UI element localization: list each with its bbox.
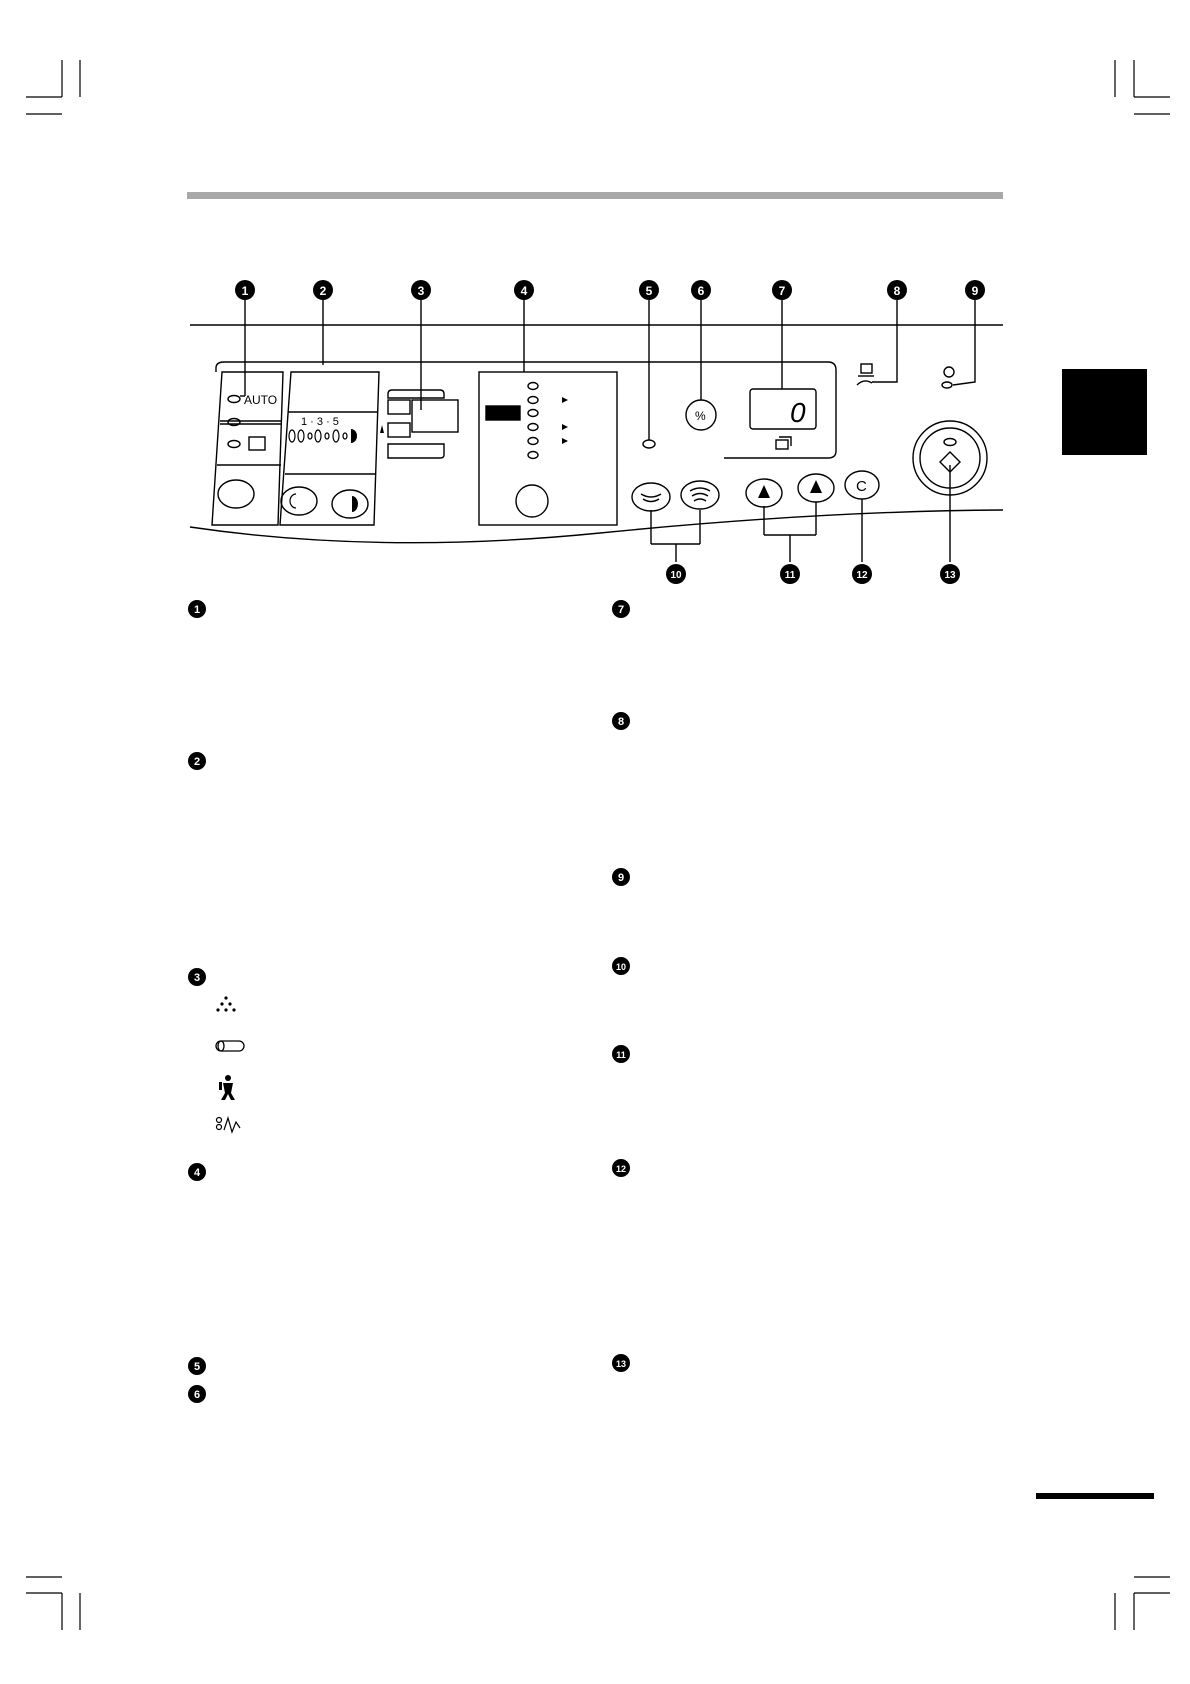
desc-marker-8: 8 <box>618 716 624 728</box>
callout-9: 9 <box>972 284 979 298</box>
desc-marker-1: 1 <box>194 604 200 616</box>
callout-7: 7 <box>779 284 786 298</box>
desc-marker-10: 10 <box>616 962 626 972</box>
developer-cartridge-icon <box>215 1040 245 1052</box>
toner-icon <box>216 996 236 1012</box>
header-rule <box>187 192 1003 199</box>
misfeed-icon <box>215 1115 241 1134</box>
callout-4: 4 <box>521 284 528 298</box>
exposure-adjust-block <box>279 371 380 526</box>
desc-marker-5: 5 <box>194 1361 200 1373</box>
footer-rule <box>1036 1493 1154 1499</box>
display-value: 0 <box>790 397 806 428</box>
desc-marker-11: 11 <box>616 1050 626 1060</box>
callout-12: 12 <box>856 570 868 581</box>
desc-marker-3: 3 <box>194 972 200 984</box>
desc-marker-13: 13 <box>616 1359 626 1369</box>
desc-marker-7: 7 <box>618 604 624 616</box>
chapter-tab <box>1062 369 1147 455</box>
maintenance-icon <box>219 1075 235 1100</box>
copies-display <box>749 388 817 430</box>
callout-markers: 1 2 3 4 5 6 7 8 9 10 11 12 13 <box>235 280 985 584</box>
callout-10: 10 <box>670 570 682 581</box>
copy-ratio-block <box>478 371 618 526</box>
operation-panel-diagram: AUTO 1 · 3 · 5 0 % C <box>189 300 1004 562</box>
desc-marker-12: 12 <box>616 1164 626 1174</box>
callout-1: 1 <box>242 284 249 298</box>
exposure-mode-block <box>211 371 284 526</box>
desc-marker-6: 6 <box>194 1389 200 1401</box>
clear-label: C <box>856 478 867 495</box>
desc-marker-4: 4 <box>194 1167 201 1179</box>
percent-symbol: % <box>695 409 706 423</box>
callout-11: 11 <box>785 570 796 581</box>
exposure-scale: 1 · 3 · 5 <box>301 416 339 428</box>
callout-6: 6 <box>698 284 705 298</box>
alarm-block <box>387 389 445 399</box>
callout-5: 5 <box>646 284 653 298</box>
callout-3: 3 <box>418 284 425 298</box>
callout-13: 13 <box>944 570 956 581</box>
auto-label: AUTO <box>244 393 277 407</box>
callout-8: 8 <box>894 284 901 298</box>
callout-2: 2 <box>320 284 327 298</box>
desc-marker-9: 9 <box>618 872 624 884</box>
description-markers: 1 2 3 4 5 6 7 8 9 10 11 12 13 <box>188 600 630 1403</box>
desc-marker-2: 2 <box>194 756 200 768</box>
